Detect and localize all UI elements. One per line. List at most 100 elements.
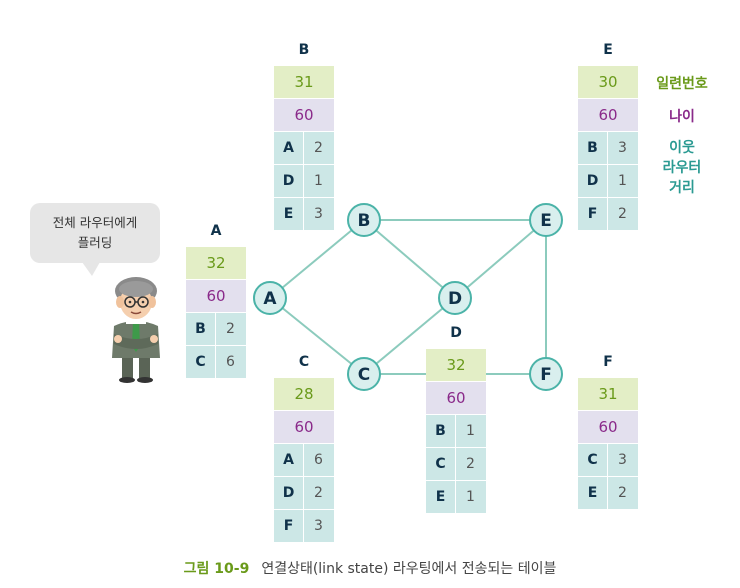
- neighbor-dist: 2: [618, 485, 627, 501]
- neighbor-id: D: [274, 477, 304, 509]
- neighbor-dist: 6: [226, 354, 235, 370]
- neighbor-dist: 3: [314, 518, 323, 534]
- legend-seq: 일련번호: [656, 76, 708, 92]
- speech-line-1: 전체 라우터에게: [52, 215, 138, 230]
- table-f-label: F: [603, 354, 613, 370]
- node-label: E: [540, 211, 552, 231]
- edge-a-c: [269, 297, 365, 375]
- neighbor-dist: 1: [466, 489, 475, 505]
- router-nodes: A B C D E F: [253, 203, 563, 391]
- neighbor-id: A: [274, 444, 304, 476]
- neighbor-dist: 2: [226, 321, 235, 337]
- node-label: A: [263, 289, 277, 309]
- neighbor-dist: 1: [314, 173, 323, 189]
- neighbor-dist: 3: [618, 140, 627, 156]
- neighbor-dist: 2: [314, 140, 323, 156]
- neighbor-id: D: [274, 165, 304, 197]
- neighbor-id: B: [186, 313, 216, 345]
- neighbor-dist: 1: [618, 173, 627, 189]
- table-f-age: 60: [578, 410, 638, 443]
- legend-neighbor-line2: 라우터: [662, 160, 702, 176]
- node-circle: [347, 203, 381, 237]
- speech-bubble: 전체 라우터에게 플러딩: [30, 203, 160, 263]
- node-f: F: [529, 357, 563, 391]
- neighbor-dist: 3: [314, 206, 323, 222]
- table-b-seq: 31: [274, 66, 334, 98]
- figure-number: 그림 10-9: [183, 561, 250, 577]
- neighbor-id: F: [274, 510, 304, 542]
- table-d-age: 60: [426, 381, 486, 414]
- node-d: D: [438, 281, 472, 315]
- node-circle: [347, 357, 381, 391]
- neighbor-dist: 2: [618, 206, 627, 222]
- table-b-label: B: [298, 42, 310, 58]
- neighbor-dist: 6: [314, 452, 323, 468]
- neighbor-id: C: [426, 448, 456, 480]
- person-illustration: [112, 277, 160, 383]
- edge-b-d: [363, 219, 456, 299]
- neighbor-id: B: [426, 415, 456, 447]
- legend-neighbor-line1: 이웃: [669, 140, 695, 156]
- neighbor-id: F: [578, 198, 608, 230]
- table-a-label: A: [210, 223, 222, 239]
- neighbor-id: D: [578, 165, 608, 197]
- link-edges: [269, 219, 547, 375]
- table-f-seq: 31: [578, 378, 638, 410]
- neighbor-id: B: [578, 132, 608, 164]
- node-label: D: [448, 289, 462, 309]
- node-circle: [529, 357, 563, 391]
- table-e-label: E: [603, 42, 613, 58]
- neighbor-dist: 2: [466, 456, 475, 472]
- node-circle: [529, 203, 563, 237]
- table-d-label: D: [450, 325, 462, 341]
- node-label: C: [358, 365, 370, 385]
- table-c-seq: 28: [274, 378, 334, 410]
- table-b-age: 60: [274, 98, 334, 131]
- node-b: B: [347, 203, 381, 237]
- neighbor-dist: 2: [314, 485, 323, 501]
- table-a-age: 60: [186, 279, 246, 312]
- node-c: C: [347, 357, 381, 391]
- speech-line-2: 플러딩: [77, 235, 113, 250]
- neighbor-id: E: [274, 198, 304, 230]
- table-c-label: C: [298, 354, 310, 370]
- edge-c-d: [363, 297, 456, 375]
- neighbor-id: C: [186, 346, 216, 378]
- legend-age: 나이: [669, 109, 695, 125]
- table-c-age: 60: [274, 410, 334, 443]
- legend-neighbor: 이웃 라우터 거리: [642, 138, 722, 198]
- legend-neighbor-line3: 거리: [669, 180, 695, 196]
- table-e-age: 60: [578, 98, 638, 131]
- edge-a-b: [269, 219, 365, 299]
- neighbor-dist: 1: [466, 423, 475, 439]
- neighbor-id: C: [578, 444, 608, 476]
- edge-d-e: [454, 219, 547, 299]
- node-label: F: [540, 365, 552, 385]
- table-e-seq: 30: [578, 66, 638, 98]
- neighbor-dist: 3: [618, 452, 627, 468]
- table-d-seq: 32: [426, 349, 486, 381]
- table-a-seq: 32: [186, 247, 246, 279]
- speech-bubble-tail: [82, 262, 100, 276]
